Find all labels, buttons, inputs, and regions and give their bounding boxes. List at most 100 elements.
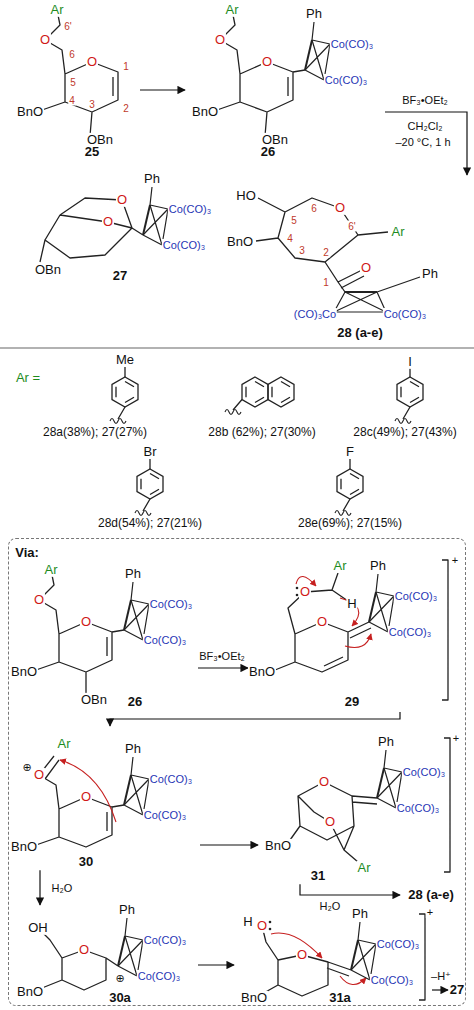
atom-label: (CO)₃Co [293,308,337,320]
atom-label: Co(CO)₃ [376,938,420,950]
atom-label: BnO [240,991,268,1005]
compound-28-bonds [256,198,388,292]
atom-label: Ar [357,861,372,875]
reaction-arrow [110,712,400,726]
atom-label: O [261,55,273,69]
atom-label: Ph [351,907,369,921]
yield-note: 28d(54%); 27(21%) [97,517,203,530]
aryl-rings [110,377,423,516]
compound-number: 28 (a-e) [407,888,455,902]
atom-label: Co(CO)₃ [330,38,374,50]
atom-label: Me [115,353,135,367]
atom-label: OBn [261,133,289,147]
atom-label: Co(CO)₃ [396,802,440,814]
atom-number: 2 [122,103,130,114]
reagent-label: H₂O [319,900,342,912]
atom-label: Co(CO)₃ [168,203,212,215]
atom-label: Co(CO)₃ [324,74,368,86]
reaction-arrow [200,844,258,845]
atom-label: BnO [226,235,254,249]
reagent-label: BF₃•OEt₂ [401,94,449,106]
atom-label: O [360,261,372,275]
compound-26-bonds [217,10,305,136]
atom-label: Ar [44,563,59,577]
atom-number: 6' [347,221,356,232]
compound-number: 26 [127,695,143,709]
compound-box: 28 (a-e) [225,175,470,342]
atom-label: Co(CO)₃ [388,626,432,638]
electron-arrows [60,576,371,984]
compound-number: 27 [449,983,465,997]
atom-label: O [86,55,98,69]
atom-label: Ar [391,225,406,239]
clusters [118,22,420,980]
compound-number: 31 [310,869,326,883]
atom-number: 6 [310,203,318,214]
atom-label: BnO [248,665,276,679]
atom-label: BnO [16,985,44,999]
atom-label: Co(CO)₃ [149,598,193,610]
atom-label: O [214,33,226,47]
reaction-arrow [39,870,40,905]
atom-number: 1 [122,61,130,72]
reaction-arrow [432,989,448,990]
compound-number: 29 [344,695,360,709]
atom-number: 4 [68,95,76,106]
atom-label: Ar [225,3,240,17]
atom-label: Co(CO)₃ [402,766,446,778]
atom-label: O [334,201,346,215]
atom-label: Ar [50,3,65,17]
atom-label: Co(CO)₃ [143,934,187,946]
atom-label: O [318,775,330,789]
atom-number: 3 [88,99,96,110]
atom-label: Ph [143,172,161,186]
charge-sign: + [452,732,460,744]
compound-number: 31a [328,991,352,1005]
yield-note: 28c(49%); 27(43%) [352,426,457,439]
atom-label: Ph [369,559,387,573]
atom-label: O [324,815,336,829]
atom-label: O [33,593,45,607]
compound-30-bonds [36,756,124,847]
reaction-arrow [385,112,467,175]
compound-30a-bonds [42,932,118,990]
atom-label: O [78,943,90,957]
panel-heading: Via: [14,546,40,560]
atom-label: BnO [16,105,44,119]
atom-label: Co(CO)₃ [370,974,414,986]
reaction-arrow [198,964,234,965]
reaction-arrow [300,884,400,895]
atom-number: 5 [69,77,77,88]
compound-27-bonds [40,198,143,262]
atom-label: Ph [377,735,395,749]
atom-number: 3 [298,245,306,256]
condition-text: CH₂Cl₂ [407,120,444,132]
atom-label: Co(CO)₃ [383,308,427,320]
atom-label: BnO [264,839,292,853]
atom-label: H [346,597,357,611]
charge-sign: ⊕ [21,761,32,773]
compound-25-bonds [42,10,118,136]
reagent-label: –H⁺ [430,970,452,982]
charge-sign: ⊕ [114,972,125,984]
compound-29-bonds [275,560,448,700]
atom-number: 5 [290,215,298,226]
atom-number: 6 [68,49,76,60]
compound-number: 30 [78,855,94,869]
atom-number: 2 [322,247,330,258]
atom-label: OBn [34,263,62,277]
compound-number: 27 [112,269,128,283]
atom-label: Ar [57,737,72,751]
atom-label: O [102,215,114,229]
compound-26-bonds [36,570,124,696]
charge-sign: + [426,906,434,918]
atom-label: Ph [124,567,142,581]
yield-note: 28a(38%); 27(27%) [42,426,148,439]
reagent-label: BF₃•OEt₂ [198,650,246,662]
atom-label: Co(CO)₃ [143,634,187,646]
atom-label: Br [143,445,158,459]
reaction-arrow [198,667,248,668]
yield-note: 28b (62%); 27(30%) [207,426,316,439]
atom-label: O [316,615,328,629]
